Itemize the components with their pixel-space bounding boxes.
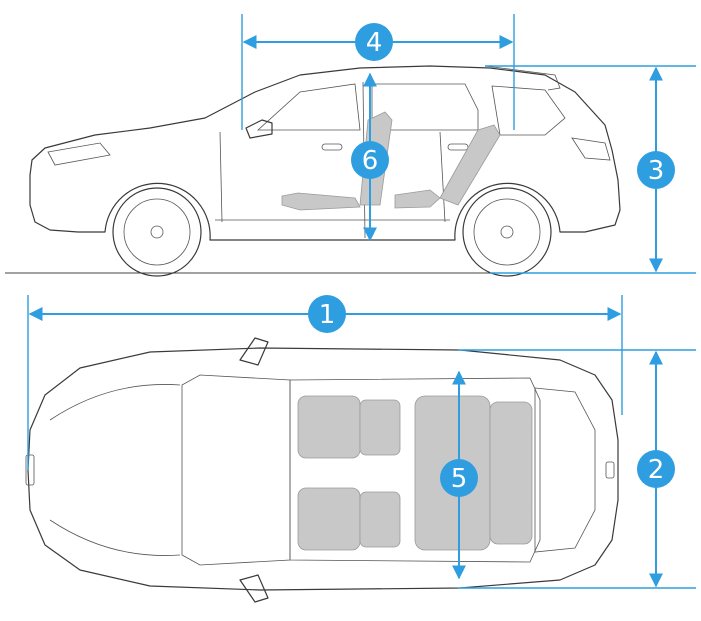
front-right-seat [297,487,361,551]
dimension-label-2: 2 [648,455,665,485]
left-mirror-top [239,337,269,366]
dimension-badge-6: 6 [351,141,389,179]
dimension-label-3: 3 [648,156,665,186]
front-door-edge [219,131,223,223]
front-left-seatback [359,399,401,456]
dimension-badge-3: 3 [637,151,675,189]
rear-door-edge [439,131,446,223]
front-seat-cushion [281,192,361,211]
side-body-outline [29,65,621,241]
dimension-badge-5: 5 [440,459,478,497]
windshield [181,374,291,566]
right-mirror-top [239,574,269,603]
quarter-window [491,85,566,136]
side-mirror [245,119,273,139]
roof-outline [289,377,541,563]
rear-seat-back [439,124,501,206]
front-right-seatback [359,491,401,548]
front-left-seat [297,395,361,459]
rear-wheel [462,187,552,277]
dimension-label-4: 4 [366,28,383,58]
dimension-label-6: 6 [362,146,379,176]
dimension-label-5: 5 [451,464,468,494]
dimension-badge-2: 2 [637,450,675,488]
rear-seat-cushion [394,189,441,209]
dimension-badge-1: 1 [308,295,346,333]
spoiler [484,65,561,91]
dimension-label-1: 1 [319,300,336,330]
side-view-car [5,65,696,277]
rear-plate [605,461,615,479]
front-plate [25,454,35,486]
rear-door-handle [447,143,469,151]
rear-window-top [534,387,596,553]
hood-lines [49,384,181,556]
rear-seatback [489,401,533,545]
dimension-badge-4: 4 [355,23,393,61]
front-door-handle [321,143,343,151]
headlight [47,142,111,166]
front-wheel [112,187,202,277]
top-body-outline [27,347,619,591]
taillight [571,137,611,161]
top-view-car [25,337,619,603]
front-window [256,83,361,131]
